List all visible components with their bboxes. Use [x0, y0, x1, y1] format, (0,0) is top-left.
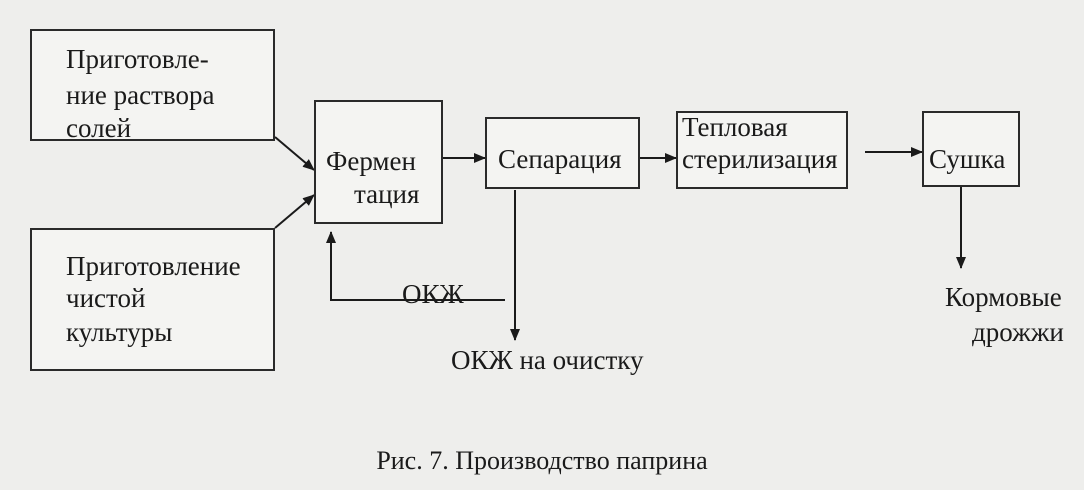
label-okzh-cleaning: ОКЖ на очистку — [451, 345, 644, 375]
block-pure-culture — [30, 228, 275, 371]
arrow-okzh-return — [326, 231, 505, 301]
label-fermentation-1: Фермен — [326, 146, 416, 176]
label-salt-solution-3: солей — [66, 113, 132, 143]
label-pure-culture-2: чистой — [66, 283, 146, 313]
block-heat-sterilization — [676, 111, 848, 189]
label-drying: Сушка — [929, 144, 1006, 174]
label-salt-solution-2: ние раствора — [66, 80, 215, 110]
label-fermentation-2: тация — [354, 179, 420, 209]
block-drying — [922, 111, 1020, 187]
label-heat-sterilization-1: Тепловая — [682, 112, 788, 142]
label-heat-sterilization-2: стерилизация — [682, 144, 838, 174]
arrow-culture-to-fermentation — [274, 194, 315, 229]
label-salt-solution-1: Приготовле- — [66, 44, 209, 74]
label-feed-yeast-1: Кормовые — [945, 282, 1062, 312]
label-separation: Сепарация — [498, 144, 622, 174]
block-salt-solution — [30, 29, 275, 141]
label-pure-culture-1: Приготовление — [66, 251, 241, 281]
arrow-salts-to-fermentation — [274, 136, 315, 171]
figure-caption: Рис. 7. Производство паприна — [376, 446, 708, 475]
block-separation — [485, 117, 640, 189]
label-pure-culture-3: культуры — [66, 317, 173, 347]
label-feed-yeast-2: дрожжи — [972, 317, 1064, 347]
label-okzh-return: ОКЖ — [402, 279, 464, 309]
block-fermentation — [314, 100, 443, 224]
